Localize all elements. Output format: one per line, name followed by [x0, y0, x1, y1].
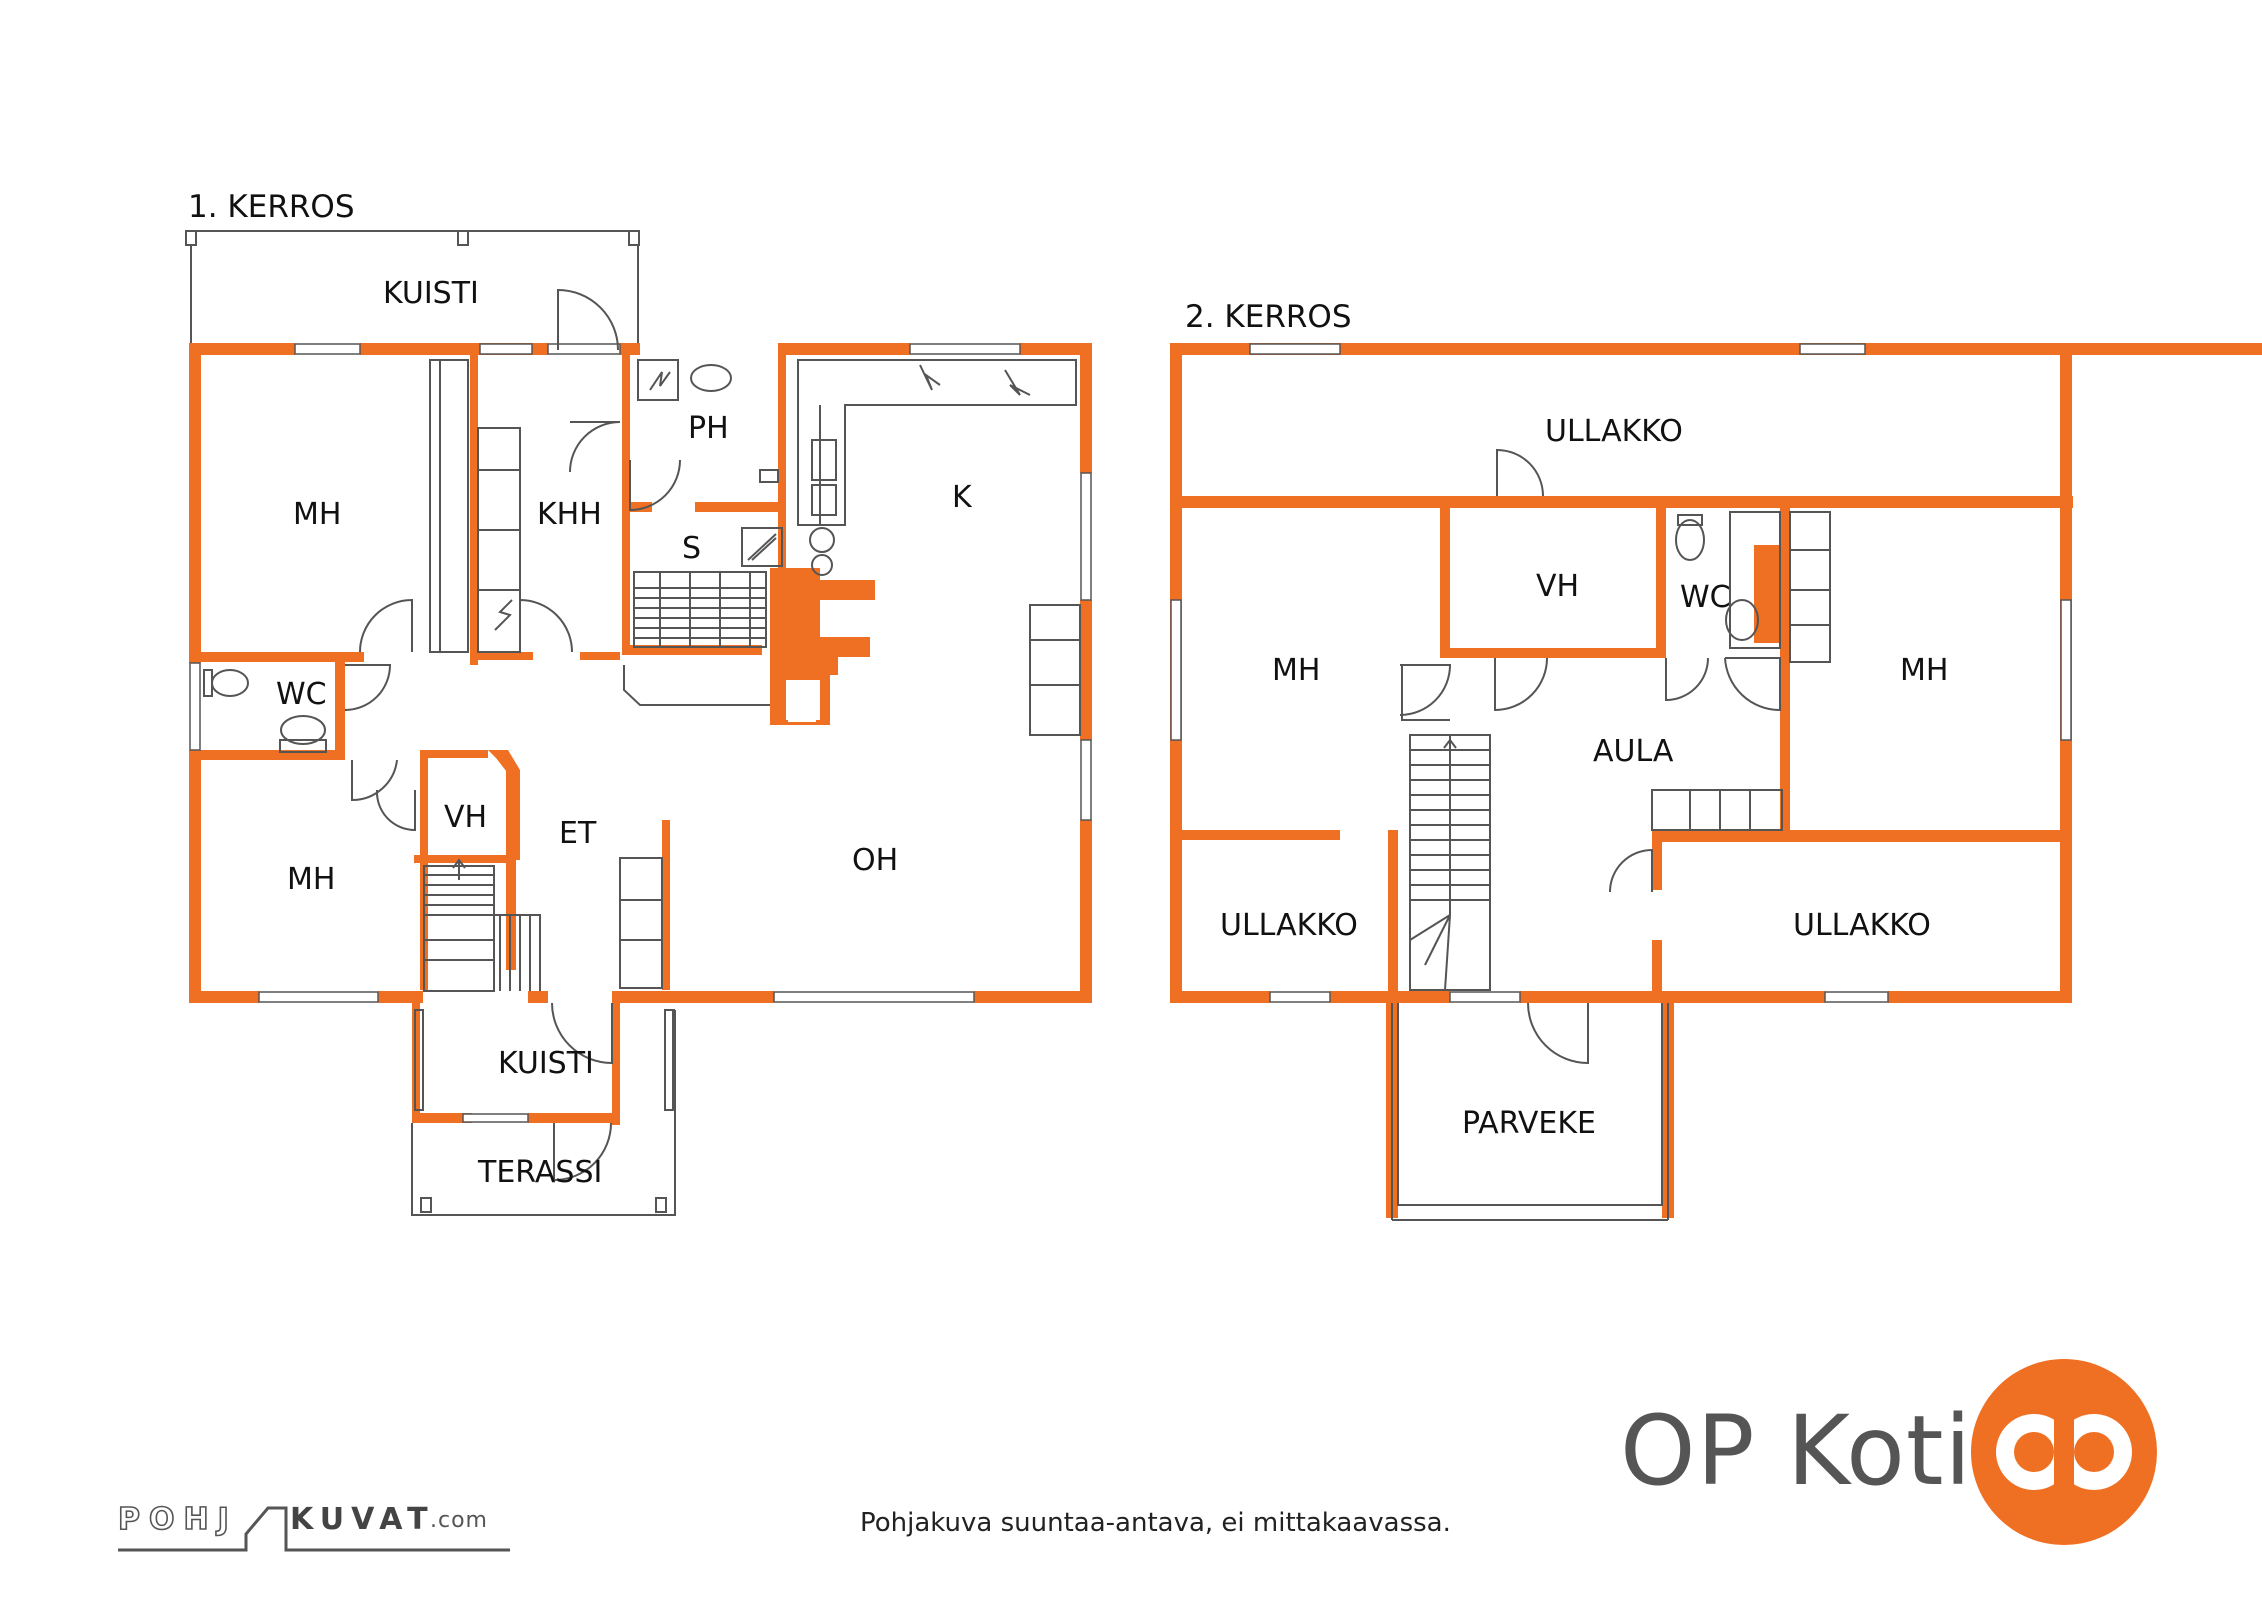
op-logo-icon — [1971, 1359, 2157, 1545]
first-floor-title: 1. KERROS — [188, 189, 355, 225]
brand-name: OP Koti — [1620, 1395, 1973, 1507]
second-floor-fixtures — [1391, 448, 1831, 1221]
room-et: ET — [559, 816, 597, 851]
room-khh: KHH — [537, 497, 602, 532]
credit-left: POHJ — [117, 1501, 238, 1538]
room-vh-2: VH — [1536, 569, 1579, 604]
second-floor-plan — [1170, 343, 2262, 1221]
disclaimer-caption: Pohjakuva suuntaa-antava, ei mittakaavas… — [860, 1508, 1451, 1538]
room-wc-2: WC — [1680, 580, 1731, 615]
room-mh-top: MH — [293, 497, 341, 532]
credit-suffix: .com — [430, 1508, 488, 1533]
credit-logo: POHJ KUVAT .com — [117, 1494, 518, 1554]
room-oh: OH — [852, 843, 898, 878]
room-vh: VH — [444, 800, 487, 835]
room-kuisti-top: KUISTI — [383, 276, 479, 311]
room-k: K — [952, 480, 973, 515]
room-ullakko-left: ULLAKKO — [1220, 908, 1358, 943]
second-floor-windows — [1170, 343, 2072, 1003]
room-terassi: TERASSI — [477, 1155, 602, 1190]
room-mh-right: MH — [1900, 653, 1948, 688]
credit-logo-mark — [118, 1506, 510, 1552]
kuisti-top-outline — [185, 230, 640, 348]
room-kuisti-bottom: KUISTI — [498, 1046, 594, 1081]
room-ullakko-right: ULLAKKO — [1793, 908, 1931, 943]
first-floor-fixtures — [203, 288, 1081, 1216]
room-wc: WC — [276, 677, 327, 712]
credit-right: KUVAT — [290, 1502, 435, 1537]
first-floor-windows — [189, 343, 1092, 1123]
room-s: S — [682, 531, 701, 566]
first-floor-plan — [185, 230, 1092, 1216]
second-floor-walls — [1170, 343, 2262, 1218]
room-mh-left: MH — [1272, 653, 1320, 688]
room-mh-bottom: MH — [287, 862, 335, 897]
room-ph: PH — [688, 411, 729, 446]
second-floor-title: 2. KERROS — [1185, 299, 1352, 335]
room-ullakko-top: ULLAKKO — [1545, 414, 1683, 449]
fireplace — [788, 604, 870, 722]
room-aula: AULA — [1593, 734, 1674, 769]
room-parveke: PARVEKE — [1462, 1106, 1596, 1141]
